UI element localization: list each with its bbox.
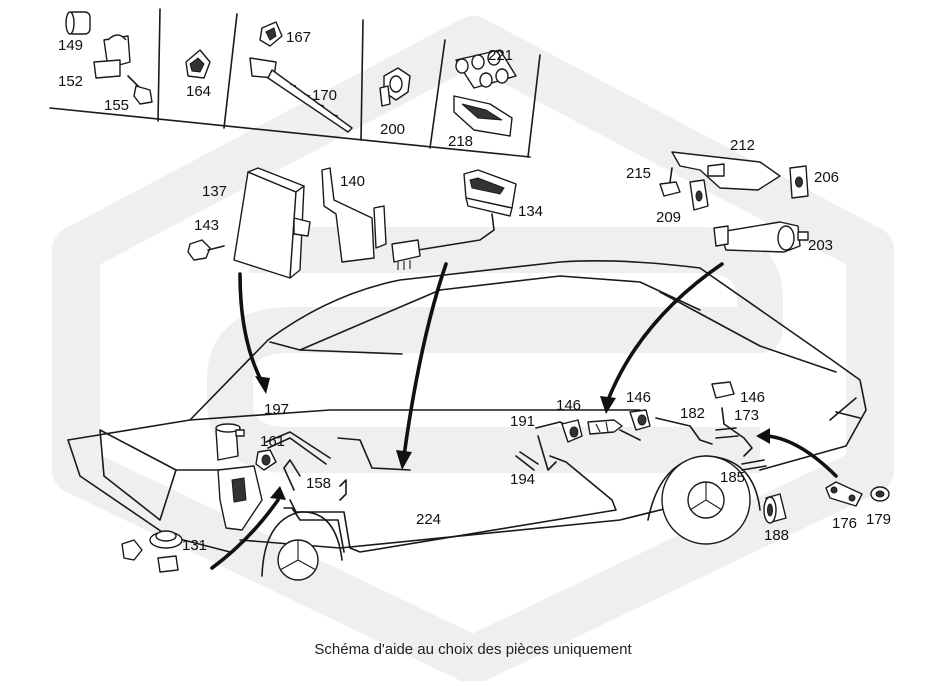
part-212-bracket (671, 151, 781, 191)
label-203: 203 (808, 237, 833, 254)
part-149-icon (65, 11, 91, 35)
part-146-valve-a (561, 419, 583, 443)
label-164: 164 (186, 83, 211, 100)
part-200-icon (379, 67, 411, 107)
small-parts-inset (49, 8, 541, 158)
part-161-icon (255, 449, 277, 471)
part-152-icon (93, 34, 131, 79)
label-206: 206 (814, 169, 839, 186)
label-200: 200 (380, 121, 405, 138)
label-140: 140 (340, 173, 365, 190)
label-131: 131 (182, 537, 207, 554)
part-179-icon (870, 486, 890, 502)
part-176-icon (825, 481, 863, 507)
part-inline-check-valve (587, 419, 623, 435)
part-146-valve-c (711, 381, 735, 399)
label-146-a: 146 (556, 397, 581, 414)
label-137: 137 (202, 183, 227, 200)
part-143-icon (187, 239, 225, 261)
part-218-icon (453, 95, 513, 137)
part-206-icon (789, 165, 809, 199)
label-155: 155 (104, 97, 129, 114)
label-167: 167 (286, 29, 311, 46)
label-134: 134 (518, 203, 543, 220)
label-182: 182 (680, 405, 705, 422)
part-131-icon (121, 530, 183, 573)
label-146-b: 146 (626, 389, 651, 406)
label-170: 170 (312, 87, 337, 104)
label-197: 197 (264, 401, 289, 418)
car-outline (67, 260, 867, 553)
part-164-icon (185, 49, 211, 79)
label-215: 215 (626, 165, 651, 182)
part-203-pump (713, 221, 809, 253)
label-188: 188 (764, 527, 789, 544)
label-185: 185 (720, 469, 745, 486)
label-179: 179 (866, 511, 891, 528)
label-149: 149 (58, 37, 83, 54)
part-221-icon (455, 49, 517, 89)
diagram-caption: Schéma d'aide au choix des pièces unique… (314, 641, 632, 658)
label-194: 194 (510, 471, 535, 488)
label-221: 221 (488, 47, 513, 64)
label-191: 191 (510, 413, 535, 430)
part-labels: 149 152 155 164 167 170 200 221 218 137 … (58, 29, 891, 554)
label-212: 212 (730, 137, 755, 154)
label-224: 224 (416, 511, 441, 528)
vacuum-lines (265, 407, 767, 553)
part-209-icon (689, 179, 709, 211)
label-146-c: 146 (740, 389, 765, 406)
label-158: 158 (306, 475, 331, 492)
label-143: 143 (194, 217, 219, 234)
part-140-bracket (321, 167, 387, 263)
pointer-arrows (210, 262, 838, 570)
label-176: 176 (832, 515, 857, 532)
part-134-module (391, 169, 517, 270)
part-167-icon (259, 21, 283, 47)
part-146-valve-b (629, 409, 651, 431)
label-161: 161 (260, 433, 285, 450)
part-170-icon (249, 57, 353, 133)
part-155-icon (127, 75, 153, 105)
label-209: 209 (656, 209, 681, 226)
label-152: 152 (58, 73, 83, 90)
part-188-icon (763, 493, 787, 524)
part-vacuum-reservoir (215, 423, 263, 531)
part-137-control-unit (233, 167, 311, 279)
label-218: 218 (448, 133, 473, 150)
label-173: 173 (734, 407, 759, 424)
part-215-icon (659, 167, 681, 197)
rear-wheel (647, 455, 761, 545)
